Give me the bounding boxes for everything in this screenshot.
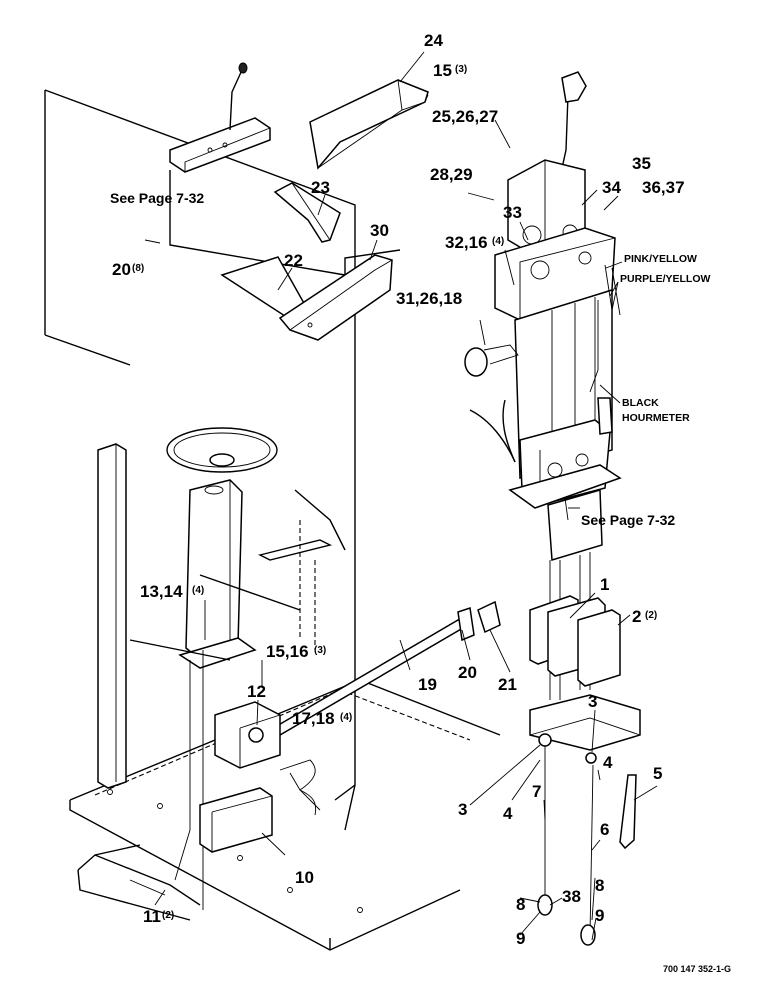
support-bracket bbox=[273, 182, 341, 243]
see-page-ref-lower: See Page 7-32 bbox=[581, 512, 675, 528]
callout-34: 34 bbox=[602, 178, 621, 197]
callout-3-lower: 3 bbox=[458, 800, 467, 819]
callout-1: 1 bbox=[600, 575, 609, 594]
callout-30: 30 bbox=[370, 221, 389, 240]
callout-25-26-27: 25,26,27 bbox=[432, 107, 498, 126]
callout-36-37: 36,37 bbox=[642, 178, 685, 197]
callout-8-left: 8 bbox=[516, 895, 525, 914]
callout-13-14: 13,14 bbox=[140, 582, 183, 601]
callout-3-upper: 3 bbox=[588, 692, 597, 711]
callout-2: 2 bbox=[632, 607, 641, 626]
callout-13-14-qty: (4) bbox=[192, 585, 204, 596]
cab-post bbox=[97, 443, 127, 789]
control-tower bbox=[494, 71, 622, 700]
callout-17-18: 17,18 bbox=[292, 709, 335, 728]
callout-4-left: 4 bbox=[503, 804, 513, 823]
callout-19: 19 bbox=[418, 675, 437, 694]
callout-33: 33 bbox=[503, 203, 522, 222]
callout-11-qty: (2) bbox=[162, 910, 174, 921]
cab-window-frame bbox=[129, 489, 346, 661]
wire-label-black: BLACK bbox=[622, 397, 659, 409]
tilt-lever-bracket bbox=[169, 62, 401, 276]
wire-label-purple-yellow: PURPLE/YELLOW bbox=[620, 273, 711, 285]
callout-31-26-18: 31,26,18 bbox=[396, 289, 462, 308]
page-references: See Page 7-32 See Page 7-32 bbox=[110, 190, 675, 528]
callout-5: 5 bbox=[653, 764, 662, 783]
callout-17-18-qty: (4) bbox=[340, 712, 352, 723]
callout-32-16-qty: (4) bbox=[492, 236, 504, 247]
ballast-weights bbox=[529, 595, 621, 687]
callout-23: 23 bbox=[311, 178, 330, 197]
leader-lines bbox=[144, 51, 658, 941]
callout-8-right: 8 bbox=[595, 876, 604, 895]
drawing-code: 700 147 352-1-G bbox=[663, 964, 731, 974]
steering-base bbox=[529, 694, 641, 751]
callout-15-qty: (3) bbox=[455, 64, 467, 75]
callout-22: 22 bbox=[284, 251, 303, 270]
callout-20-qty: (8) bbox=[132, 263, 144, 274]
pivot-knob bbox=[464, 344, 519, 463]
wire-label-pink-yellow: PINK/YELLOW bbox=[624, 253, 697, 265]
callout-24: 24 bbox=[424, 31, 443, 50]
callout-20: 20 bbox=[112, 260, 131, 279]
wire-color-labels: PINK/YELLOW PURPLE/YELLOW BLACK HOURMETE… bbox=[599, 253, 711, 424]
callout-20-b: 20 bbox=[458, 663, 477, 682]
callout-15: 15 bbox=[433, 61, 452, 80]
callout-21: 21 bbox=[498, 675, 517, 694]
callout-10: 10 bbox=[295, 868, 314, 887]
callout-15-16-qty: (3) bbox=[314, 645, 326, 656]
callout-32-16: 32,16 bbox=[445, 233, 488, 252]
callout-4-right: 4 bbox=[603, 753, 613, 772]
storage-tray bbox=[309, 79, 429, 170]
callout-2-qty: (2) bbox=[645, 610, 657, 621]
callout-7: 7 bbox=[532, 782, 541, 801]
callout-6: 6 bbox=[600, 820, 609, 839]
steering-column bbox=[166, 427, 278, 910]
callout-12: 12 bbox=[247, 682, 266, 701]
callout-15-16: 15,16 bbox=[266, 642, 309, 661]
side-panels bbox=[220, 254, 393, 341]
callout-38: 38 bbox=[562, 887, 581, 906]
linkage-rods bbox=[537, 733, 637, 946]
callout-35: 35 bbox=[632, 154, 651, 173]
pedal-bar bbox=[77, 844, 201, 921]
callout-9-right: 9 bbox=[595, 906, 604, 925]
callout-9-left: 9 bbox=[516, 929, 525, 948]
callout-28-29: 28,29 bbox=[430, 165, 473, 184]
callout-11: 11 bbox=[143, 907, 161, 926]
see-page-ref-upper: See Page 7-32 bbox=[110, 190, 204, 206]
callout-labels: 24 15 (3) 25,26,27 35 28,29 34 36,37 23 … bbox=[112, 31, 685, 948]
wire-label-hourmeter: HOURMETER bbox=[622, 412, 690, 424]
